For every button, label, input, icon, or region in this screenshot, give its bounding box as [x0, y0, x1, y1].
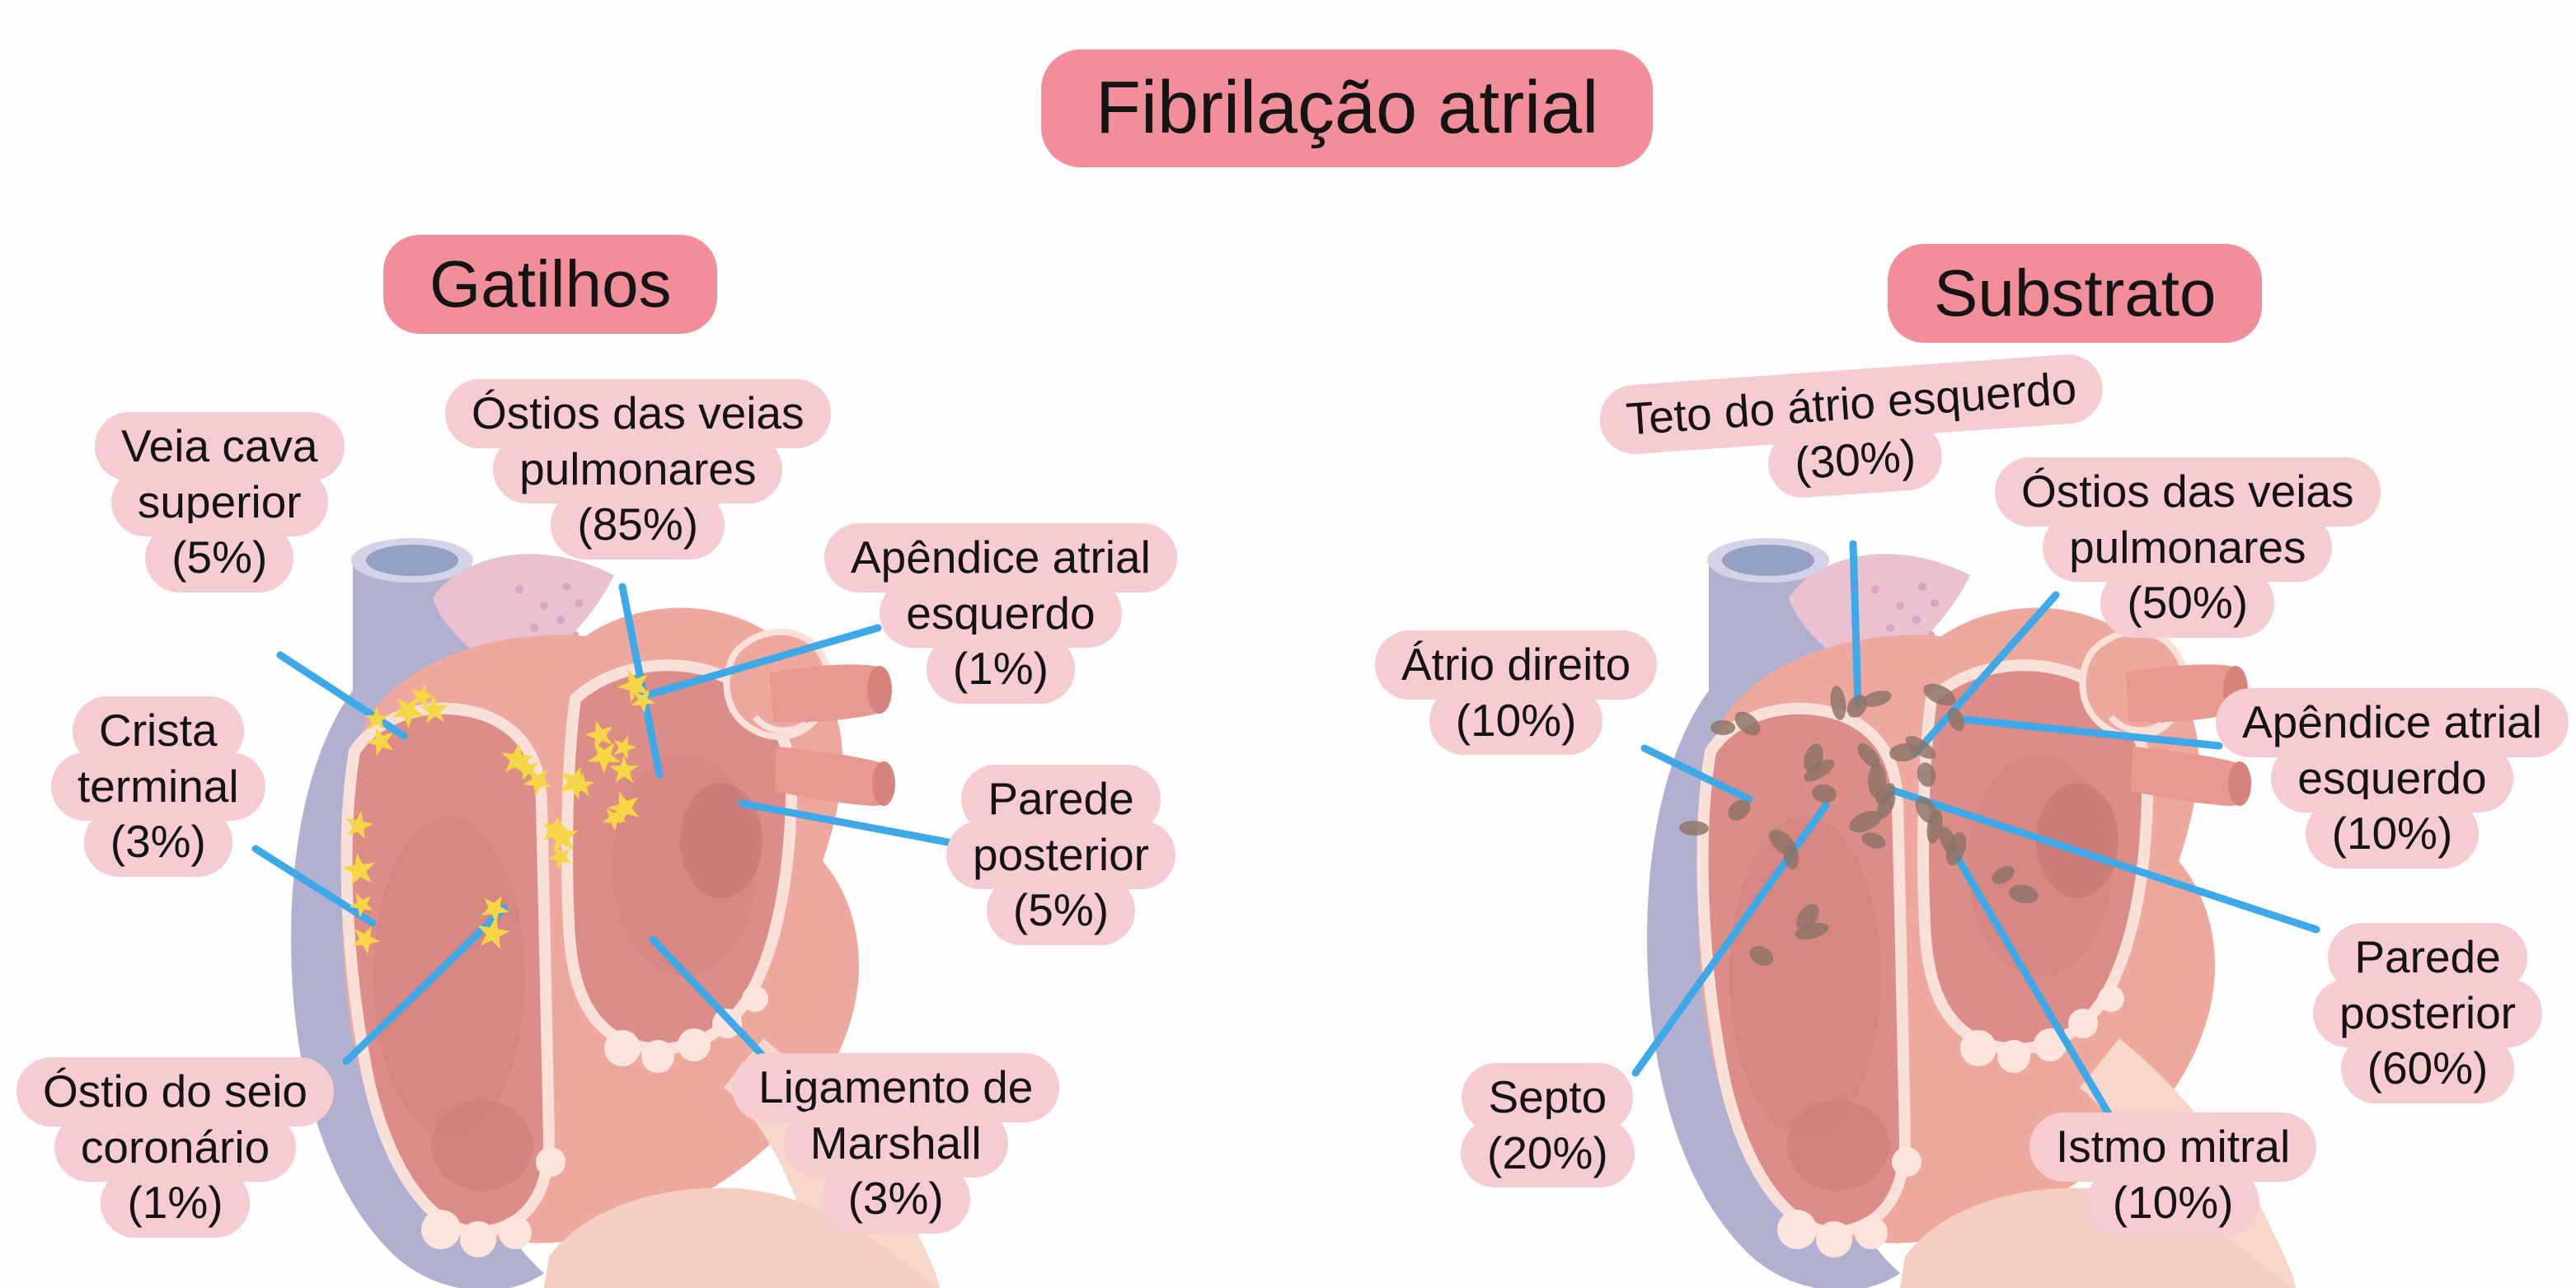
trigger-star-icon [351, 925, 381, 955]
fibrosis-blob-icon [1830, 686, 1846, 720]
fibrosis-blob-icon [1679, 820, 1709, 836]
callout-line: (3%) [83, 808, 232, 877]
trigger-star-icon [602, 807, 627, 831]
fibrosis-blob-icon [1876, 791, 1896, 819]
fibrosis-blob-icon [1749, 946, 1774, 966]
trigger-star-icon [500, 742, 534, 775]
fibrosis-blob-icon [1862, 691, 1892, 707]
leader-line [1640, 744, 1753, 803]
fibrosis-patches-layer [1679, 683, 2039, 966]
page-title: Fibrilação atrial [1041, 49, 1654, 167]
fibrosis-blob-icon [1947, 707, 1965, 732]
leader-line [1911, 591, 2060, 758]
trigger-star-icon [364, 706, 389, 730]
callout-line: Marshall [783, 1108, 1008, 1178]
fibrosis-blob-icon [2009, 884, 2039, 904]
callout-line: (5%) [145, 523, 294, 592]
callout-line: (85%) [551, 490, 725, 560]
leader-line [1886, 785, 2320, 934]
trigger-star-icon [617, 669, 650, 703]
leader-line [1849, 540, 1862, 709]
trigger-star-icon [411, 683, 435, 709]
trigger-star-icon [547, 845, 572, 870]
trigger-star-icon [587, 742, 621, 774]
leader-line [649, 935, 772, 1066]
fibrosis-blob-icon [1917, 762, 1936, 787]
trigger-star-icon [584, 720, 613, 750]
callout-line: (3%) [821, 1164, 970, 1234]
callout-line: (5%) [986, 876, 1136, 945]
leader-line [251, 845, 377, 927]
fibrosis-blob-icon [1849, 810, 1882, 833]
callout-line: (10%) [1429, 686, 1603, 756]
trigger-star-icon [365, 727, 393, 756]
fibrosis-blob-icon [1710, 720, 1735, 735]
fibrosis-blob-icon [1905, 736, 1936, 759]
callout-line: (1%) [101, 1169, 250, 1238]
trigger-star-icon [345, 811, 374, 840]
callout-line: (1%) [926, 635, 1075, 704]
fibrosis-blob-icon [1812, 784, 1837, 803]
trigger-star-icon [420, 695, 448, 724]
leader-line [1959, 715, 2223, 750]
leader-line [1953, 853, 2114, 1121]
trigger-star-icon [545, 820, 579, 852]
fibrosis-blob-icon [1923, 683, 1956, 706]
fibrosis-blob-icon [1783, 845, 1799, 869]
trigger-star-icon [570, 772, 595, 797]
trigger-star-icon [631, 689, 656, 714]
trigger-star-icon [392, 696, 425, 728]
fibrosis-blob-icon [1861, 832, 1886, 849]
callout-atrio-direito: Átrio direito(10%) [1375, 630, 1658, 756]
trigger-star-icon [481, 895, 509, 925]
callout-line: (30%) [1766, 419, 1945, 500]
callout-septo: Septo(20%) [1461, 1063, 1635, 1188]
leader-line [738, 799, 952, 846]
callout-istmo-mitral: Istmo mitral(10%) [2029, 1112, 2317, 1238]
trigger-star-icon [542, 816, 570, 845]
fibrosis-blob-icon [1804, 759, 1835, 782]
leader-line [639, 624, 882, 700]
callout-line: (50%) [2100, 569, 2275, 638]
trigger-star-icon [342, 853, 375, 886]
fibrosis-blob-icon [1795, 922, 1829, 940]
trigger-star-icon [608, 791, 640, 825]
leader-line [276, 651, 408, 740]
callout-line: (20%) [1461, 1118, 1635, 1188]
trigger-star-icon [609, 755, 639, 783]
section-header-substrato: Substrato [1888, 244, 2263, 343]
fibrosis-blob-icon [1992, 866, 2015, 884]
callout-line: Apêndice atrial [824, 523, 1177, 592]
trigger-stars-layer [342, 669, 656, 955]
leader-line [342, 904, 509, 1066]
trigger-star-icon [477, 916, 510, 949]
fibrosis-blob-icon [1945, 831, 1967, 866]
trigger-star-icon [613, 735, 637, 760]
section-header-gatilhos: Gatilhos [383, 235, 718, 334]
fibrosis-blob-icon [1926, 809, 1943, 844]
fibrosis-blob-icon [1734, 711, 1761, 736]
callout-line: (60%) [2340, 1034, 2515, 1103]
fibrosis-blob-icon [1857, 743, 1880, 768]
fibrosis-blob-icon [1846, 695, 1868, 718]
callout-line: (10%) [2086, 1168, 2260, 1238]
trigger-star-icon [523, 768, 551, 797]
fibrosis-blob-icon [1728, 799, 1751, 821]
callout-line: (10%) [2305, 799, 2480, 869]
trigger-star-icon [349, 893, 373, 918]
